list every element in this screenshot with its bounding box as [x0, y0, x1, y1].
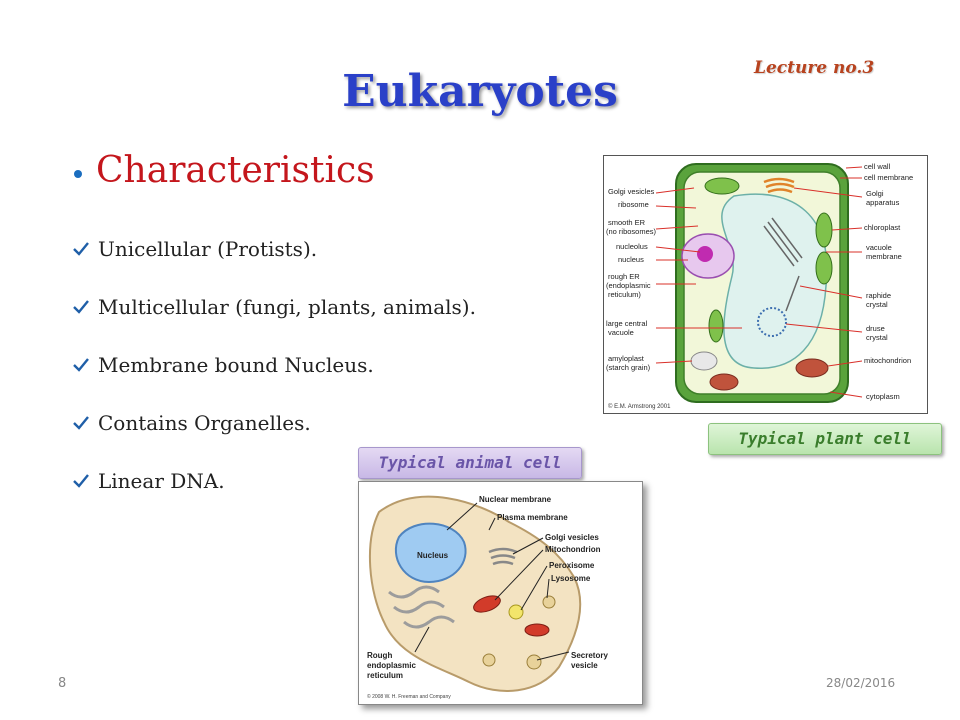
list-item-text: Membrane bound Nucleus.	[98, 353, 374, 377]
plant-cell-illustration: Golgi vesicles ribosome smooth ER (no ri…	[606, 162, 913, 410]
label-raphide: raphide	[866, 291, 891, 300]
label-mitochondrion: Mitochondrion	[545, 545, 601, 554]
label-nucleus: Nucleus	[417, 551, 449, 560]
label-nucleus: nucleus	[618, 255, 644, 264]
label-druse-crystal: crystal	[866, 333, 888, 342]
label-starch-grain: (starch grain)	[606, 363, 651, 372]
label-secretory: Secretory	[571, 651, 608, 660]
label-chloroplast: chloroplast	[864, 223, 901, 232]
label-nucleolus: nucleolus	[616, 242, 648, 251]
label-raphide-crystal: crystal	[866, 300, 888, 309]
plant-diagram-credit: © E.M. Armstrong 2001	[608, 403, 671, 410]
label-vacuole: vacuole	[608, 328, 634, 337]
label-ribosome: ribosome	[618, 200, 649, 209]
label-golgi: Golgi	[866, 189, 884, 198]
label-endoplasmic: endoplasmic	[367, 661, 416, 670]
label-smooth-er: smooth ER	[608, 218, 646, 227]
label-amyloplast: amyloplast	[608, 354, 645, 363]
label-cell-membrane: cell membrane	[864, 173, 913, 182]
list-item-text: Linear DNA.	[98, 469, 225, 493]
bullet-dot	[74, 170, 82, 178]
list-item: Membrane bound Nucleus.	[72, 336, 476, 394]
checkmark-icon	[72, 241, 96, 257]
lecture-label: Lecture no.3	[754, 58, 875, 78]
label-mitochondrion: mitochondrion	[864, 356, 911, 365]
animal-cell-caption: Typical animal cell	[358, 447, 582, 479]
label-reticulum: reticulum	[367, 671, 403, 680]
checkmark-icon	[72, 357, 96, 373]
label-peroxisome: Peroxisome	[549, 561, 595, 570]
label-nuclear-membrane: Nuclear membrane	[479, 495, 552, 504]
plant-cell-caption: Typical plant cell	[708, 423, 942, 455]
label-plasma-membrane: Plasma membrane	[497, 513, 568, 522]
plant-cell-diagram: Golgi vesicles ribosome smooth ER (no ri…	[603, 155, 928, 414]
label-vacuole-membrane: membrane	[866, 252, 902, 261]
label-cell-wall: cell wall	[864, 162, 891, 171]
animal-diagram-credit: © 2008 W. H. Freeman and Company	[367, 693, 451, 700]
checkmark-icon	[72, 299, 96, 315]
label-smooth-er-note: (no ribosomes)	[606, 227, 657, 236]
label-rough-er-note1: (endoplasmic	[606, 281, 651, 290]
label-large-central: large central	[606, 319, 648, 328]
section-heading: Characteristics	[96, 150, 375, 191]
animal-cell-illustration: Nuclear membrane Plasma membrane Golgi v…	[367, 495, 608, 700]
slide-title: Eukaryotes	[342, 66, 618, 117]
checkmark-icon	[72, 415, 96, 431]
label-rough-er-note2: reticulum)	[608, 290, 641, 299]
page-number: 8	[58, 676, 67, 691]
label-cytoplasm: cytoplasm	[866, 392, 900, 401]
label-golgi-vesicles: Golgi vesicles	[545, 533, 599, 542]
slide-date: 28/02/2016	[826, 676, 896, 690]
list-item: Multicellular (fungi, plants, animals).	[72, 278, 476, 336]
label-rough: Rough	[367, 651, 392, 660]
animal-cell-diagram: Nuclear membrane Plasma membrane Golgi v…	[358, 481, 643, 705]
checkmark-icon	[72, 473, 96, 489]
list-item-text: Unicellular (Protists).	[98, 237, 318, 261]
list-item-text: Contains Organelles.	[98, 411, 311, 435]
list-item-text: Multicellular (fungi, plants, animals).	[98, 295, 476, 319]
list-item: Contains Organelles.	[72, 394, 476, 452]
label-vesicle: vesicle	[571, 661, 598, 670]
label-golgi-vesicles: Golgi vesicles	[608, 187, 655, 196]
label-rough-er: rough ER	[608, 272, 640, 281]
list-item: Unicellular (Protists).	[72, 220, 476, 278]
label-golgi-apparatus: apparatus	[866, 198, 900, 207]
characteristics-list: Unicellular (Protists). Multicellular (f…	[72, 220, 476, 510]
label-vacuole-right: vacuole	[866, 243, 892, 252]
label-druse: druse	[866, 324, 885, 333]
list-item: Linear DNA.	[72, 452, 476, 510]
label-lysosome: Lysosome	[551, 574, 591, 583]
